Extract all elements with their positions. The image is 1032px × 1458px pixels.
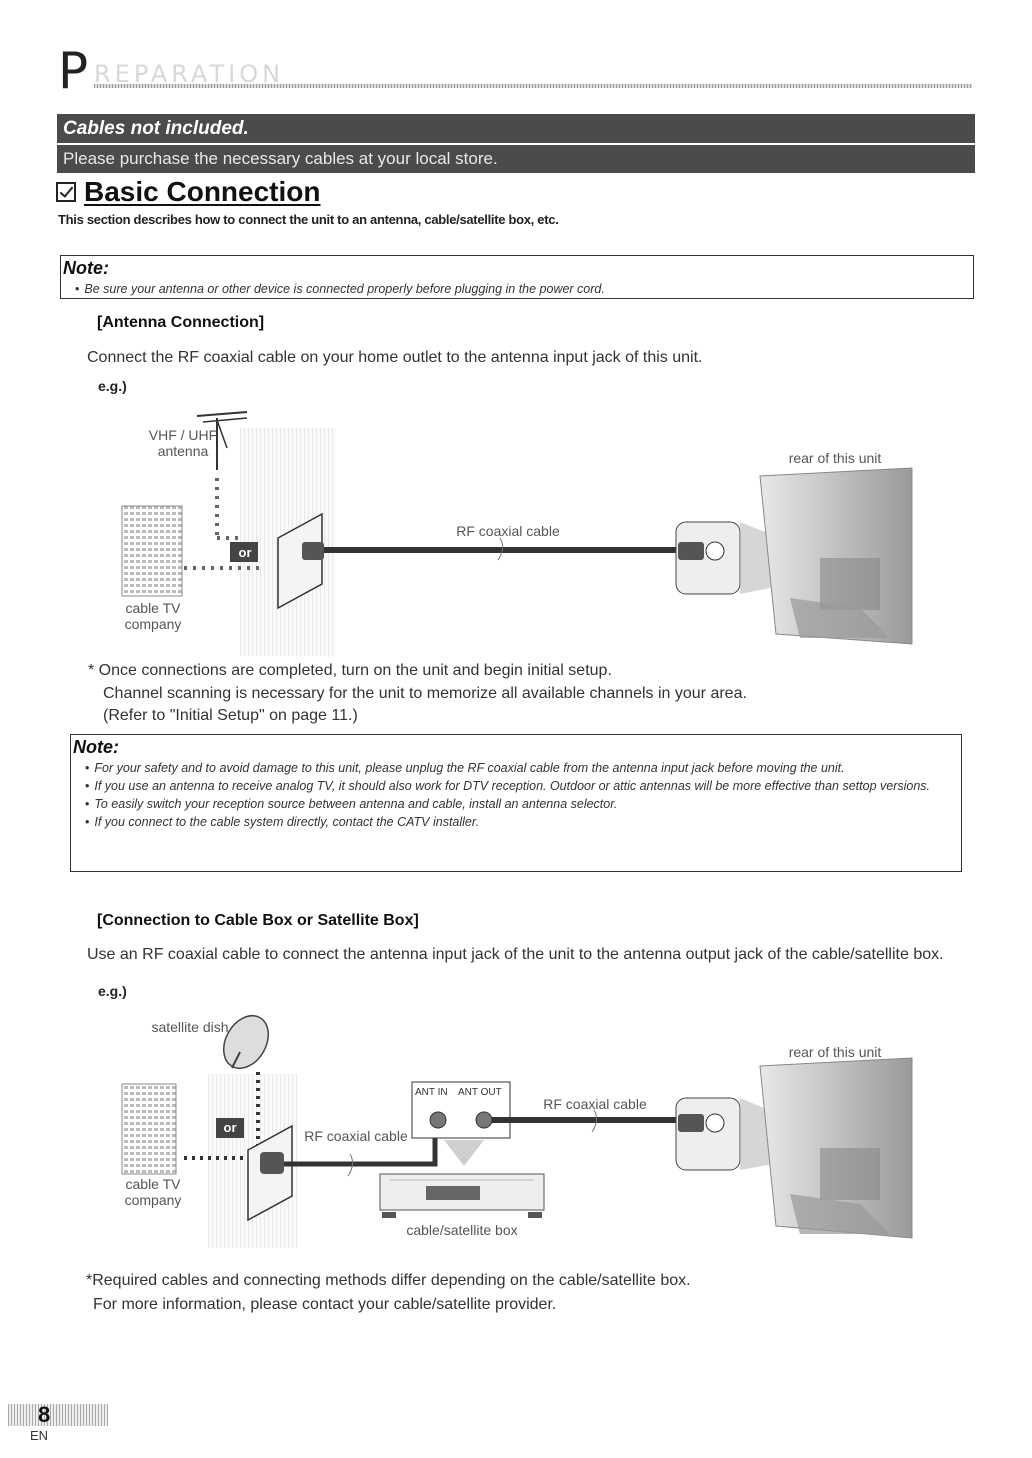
or-label: or (223, 1120, 237, 1135)
header-title-rest: REPARATION (94, 60, 285, 88)
tv-rear-icon (759, 1057, 913, 1239)
building-icon (121, 505, 183, 597)
dish-label: satellite dish (151, 1019, 229, 1035)
note-item: If you use an antenna to receive analog … (85, 778, 953, 794)
page-number: 8 (38, 1402, 51, 1427)
satellite-dish-icon (222, 1015, 270, 1069)
section-title: Basic Connection (56, 176, 320, 208)
checkbox-icon (56, 182, 76, 202)
ant-in-label: ANT IN (415, 1087, 448, 1098)
note-box-2: Note: For your safety and to avoid damag… (70, 734, 962, 872)
note-box-1: Note: Be sure your antenna or other devi… (60, 255, 974, 299)
header-rule (94, 84, 972, 88)
rf-label-right: RF coaxial cable (543, 1096, 647, 1112)
or-label: or (238, 545, 252, 560)
cable-label-line1: cable TV (125, 600, 181, 616)
wall-plate (277, 512, 323, 610)
rf-label: RF coaxial cable (456, 523, 560, 539)
jack-zoom-box (675, 1097, 741, 1171)
section-title-text: Basic Connection (84, 176, 321, 207)
banner-cables-not-included: Cables not included. (57, 114, 975, 143)
vhf-label-line1: VHF / UHF (148, 427, 218, 443)
ant-panel (411, 1081, 511, 1139)
cablebox-body: Use an RF coaxial cable to connect the a… (87, 946, 944, 963)
header-initial: P (58, 42, 89, 100)
antenna-body: Connect the RF coaxial cable on your hom… (87, 349, 703, 366)
cable-label-line1: cable TV (125, 1176, 181, 1192)
antenna-eg: e.g.) (98, 378, 127, 394)
rf-cable (324, 547, 679, 553)
cablebox-eg: e.g.) (98, 983, 127, 999)
language-code: EN (30, 1428, 49, 1443)
rear-label: rear of this unit (788, 450, 882, 466)
rf-label-left: RF coaxial cable (304, 1128, 408, 1144)
note-title: Note: (63, 258, 109, 278)
section-description: This section describes how to connect th… (58, 212, 559, 227)
rf-cable-left (284, 1128, 438, 1167)
note-title: Note: (73, 737, 119, 757)
page-number-band: 8 (8, 1402, 108, 1427)
antenna-icon (196, 411, 248, 470)
note-item: For your safety and to avoid damage to t… (85, 760, 953, 776)
box-label: cable/satellite box (406, 1222, 518, 1238)
after-text-2: Channel scanning is necessary for the un… (103, 685, 747, 702)
cable-label-line2: company (124, 616, 182, 632)
banner-purchase-cables: Please purchase the necessary cables at … (57, 145, 975, 173)
after-text-1: * Once connections are completed, turn o… (88, 662, 612, 679)
antenna-diagram (121, 411, 913, 656)
rear-label: rear of this unit (788, 1044, 882, 1060)
note-item: Be sure your antenna or other device is … (75, 281, 965, 297)
cable-label-line2: company (124, 1192, 182, 1208)
vhf-label: VHF / UHF antenna (128, 427, 238, 459)
tv-rear-icon (759, 467, 913, 645)
antenna-heading: [Antenna Connection] (97, 314, 265, 331)
building-icon (121, 1083, 177, 1175)
coax-connector-left (302, 542, 324, 560)
note-item: To easily switch your reception source b… (85, 796, 953, 812)
after-text-3: (Refer to "Initial Setup" on page 11.) (103, 707, 358, 724)
note-item: If you connect to the cable system direc… (85, 814, 953, 830)
cablebox-diagram (121, 1015, 913, 1248)
or-badge (216, 1118, 244, 1138)
cable-company-label: cable TV company (110, 600, 196, 632)
cable-company-label: cable TV company (110, 1176, 196, 1208)
footnote-2: For more information, please contact you… (93, 1296, 557, 1313)
vhf-label-line2: antenna (157, 443, 209, 459)
footnote-1: *Required cables and connecting methods … (86, 1272, 691, 1289)
rf-cable-right (492, 1117, 682, 1123)
or-badge (230, 542, 258, 562)
cablebox-heading: [Connection to Cable Box or Satellite Bo… (97, 912, 419, 929)
ant-out-label: ANT OUT (458, 1087, 502, 1098)
cable-satellite-box-icon (379, 1173, 545, 1218)
